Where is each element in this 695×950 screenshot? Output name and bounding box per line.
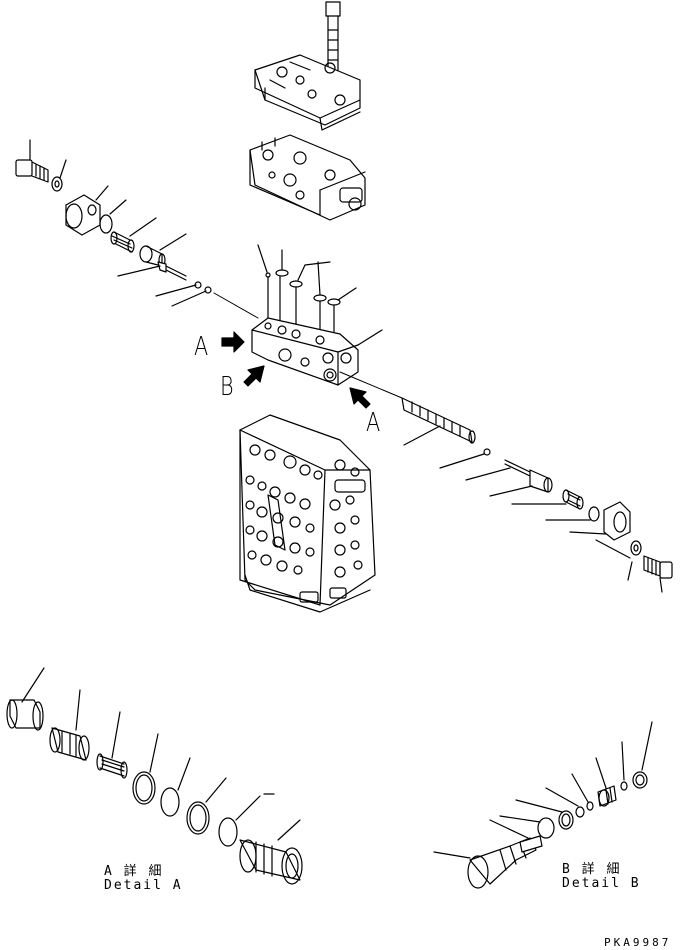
- detail-a-plug-body: [239, 819, 303, 885]
- detail-b-small-ring-2: [571, 773, 594, 811]
- detail-a-backup-ring-2: [186, 777, 227, 835]
- view-label-a-lower: A: [366, 408, 381, 438]
- right-bolt: [627, 555, 673, 593]
- inlet-valve-block: [249, 134, 366, 221]
- detail-b-stem: [489, 819, 543, 853]
- view-arrow-b: [243, 365, 265, 387]
- detail-b-ring: [620, 741, 628, 791]
- spool: [401, 397, 476, 446]
- middle-block-seals: [257, 244, 357, 335]
- view-arrow-a-lower: [349, 387, 371, 409]
- detail-a-spring: [96, 711, 128, 779]
- detail-a-backup-ring: [132, 733, 159, 805]
- detail-a-english-label: Detail A: [104, 878, 183, 893]
- view-arrow-a-upper: [221, 331, 245, 353]
- detail-a-piston: [49, 689, 90, 761]
- right-poppet: [489, 469, 553, 497]
- detail-b-japanese-label: B 詳 細: [562, 862, 622, 877]
- drawing-code: PKA9987: [604, 936, 672, 949]
- detail-b-plug: [595, 757, 617, 807]
- right-pilot-pin: [465, 459, 531, 481]
- right-washer: [595, 539, 642, 559]
- right-o-ring: [545, 506, 600, 522]
- top-cover-plate: [254, 54, 361, 131]
- left-spring: [110, 217, 157, 253]
- left-pilot-pin: [117, 261, 187, 281]
- detail-a-plug: [6, 667, 45, 731]
- detail-a-japanese-label: A 詳 細: [104, 864, 164, 879]
- left-o-ring: [99, 199, 127, 234]
- detail-b-backup-ring: [515, 799, 574, 830]
- detail-a-o-ring-1: [160, 757, 191, 817]
- right-cap: [569, 501, 631, 541]
- left-poppet: [139, 233, 187, 267]
- detail-b-english-label: Detail B: [562, 876, 641, 891]
- upper-centerline: [213, 292, 259, 319]
- control-valve-stack: [239, 414, 376, 613]
- left-small-orings: [155, 281, 212, 307]
- detail-b-cap: [632, 721, 653, 789]
- detail-b-o-ring-1: [499, 815, 555, 839]
- view-label-a-upper: A: [194, 332, 209, 362]
- left-washer: [51, 159, 67, 192]
- left-cap: [65, 185, 109, 236]
- lower-centerline: [339, 371, 403, 399]
- left-bolt: [15, 139, 49, 183]
- middle-valve-section: [251, 317, 383, 386]
- detail-b-small-ring-1: [545, 787, 585, 818]
- right-small-oring: [439, 448, 491, 469]
- detail-a-o-ring-2: [218, 793, 275, 847]
- view-label-b: B: [220, 372, 234, 402]
- right-spring: [511, 489, 584, 510]
- top-bolt: [325, 1, 341, 75]
